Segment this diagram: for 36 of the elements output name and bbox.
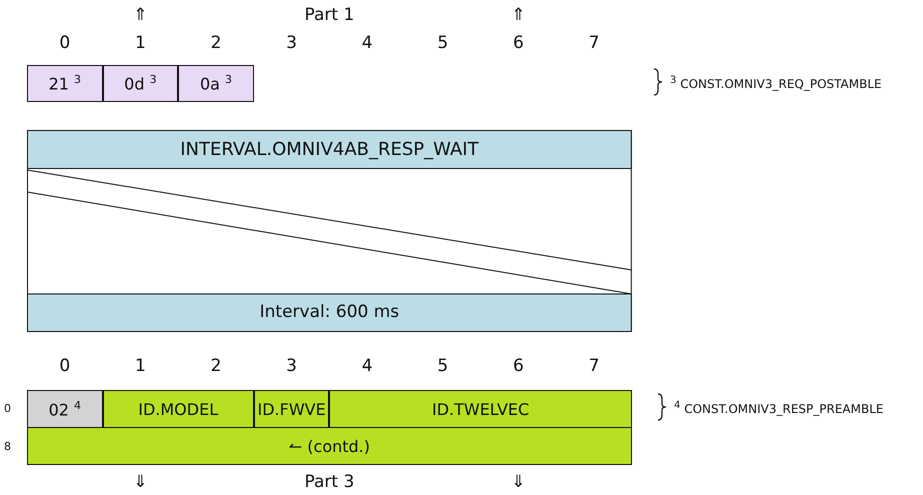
interval-duration: Interval: 600 ms	[258, 302, 400, 322]
column-number: 3	[285, 356, 298, 378]
column-number: 3	[285, 33, 298, 55]
column-number: 1	[134, 356, 147, 378]
byte-field: 0d $^{3}$	[102, 65, 178, 102]
byte-field: ↼ (contd.)	[27, 427, 632, 465]
byte-field: ID.TWELVEC	[329, 390, 632, 428]
part-label: Part 1	[304, 5, 356, 27]
interval-name: INTERVAL.OMNIV4AB_RESP_WAIT	[179, 139, 480, 160]
column-number: 4	[360, 33, 374, 55]
byte-field: 02 $^{4}$	[27, 390, 103, 428]
down-arrow: ⇓	[132, 472, 149, 494]
column-number: 0	[58, 33, 72, 55]
column-number: 2	[210, 33, 222, 55]
column-number: 7	[588, 356, 600, 378]
column-number: 7	[588, 33, 600, 55]
column-number: 1	[134, 33, 147, 55]
down-arrow: ⇓	[510, 472, 527, 494]
up-arrow: ⇑	[510, 5, 527, 27]
byte-field: ID.FWVE	[254, 390, 330, 428]
row-offset: 0	[4, 402, 12, 417]
column-number: 4	[360, 356, 374, 378]
constant-note: $^{4}$ CONST.OMNIV3_RESP_PREAMBLE	[674, 400, 884, 416]
column-number: 5	[436, 33, 450, 55]
part-label: Part 3	[304, 472, 356, 494]
row-offset: 8	[4, 440, 12, 455]
constant-note: $^{3}$ CONST.OMNIV3_REQ_POSTAMBLE	[670, 75, 882, 91]
byte-field: ID.MODEL	[102, 390, 254, 428]
column-number: 6	[512, 356, 525, 378]
column-number: 5	[436, 356, 450, 378]
column-number: 2	[210, 356, 222, 378]
column-number: 6	[512, 33, 525, 55]
byte-field: 21 $^{3}$	[27, 65, 103, 102]
up-arrow: ⇑	[132, 5, 149, 27]
column-number: 0	[58, 356, 72, 378]
byte-field: 0a $^{3}$	[178, 65, 254, 102]
